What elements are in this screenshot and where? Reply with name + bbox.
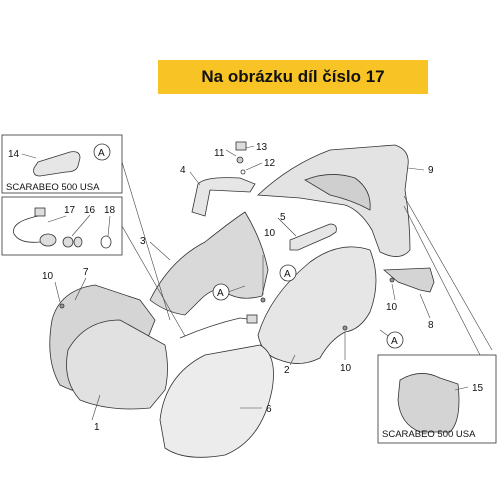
callout-circle-a2	[212, 283, 230, 301]
inset-label-bottom-right: SCARABEO 500 USA	[382, 429, 476, 440]
label-part-16: 16	[84, 205, 96, 216]
callout-circle-a3	[279, 264, 297, 282]
callout-a3-label: A	[284, 269, 291, 280]
part-16-socket-a	[62, 236, 74, 248]
callout-a2-label: A	[217, 288, 224, 299]
label-part-3: 3	[140, 236, 146, 247]
screw-11	[236, 156, 244, 164]
label-part-10d: 10	[386, 302, 398, 313]
part-17-bulb	[39, 233, 57, 247]
wire-plug	[246, 314, 258, 324]
part-8-shape	[382, 267, 435, 293]
label-part-2: 2	[284, 365, 290, 376]
part-5-shape	[289, 223, 337, 251]
label-part-18: 18	[104, 205, 116, 216]
part-2-shape	[257, 246, 377, 364]
screw-10c	[342, 325, 348, 331]
label-part-8: 8	[428, 320, 434, 331]
banner-text: Na obrázku díl číslo 17	[201, 67, 385, 86]
label-part-10c: 10	[340, 363, 352, 374]
label-part-12: 12	[264, 158, 276, 169]
callout-circle-a1	[93, 143, 111, 161]
inset-label-top-left: SCARABEO 500 USA	[6, 182, 100, 193]
label-part-17: 17	[64, 205, 76, 216]
screw-10d	[389, 277, 395, 283]
label-part-14: 14	[8, 149, 20, 160]
label-part-4: 4	[180, 165, 186, 176]
part-16-socket-b	[73, 236, 83, 248]
label-part-5: 5	[280, 212, 286, 223]
callout-circle-a4	[386, 331, 404, 349]
highlight-banner: Na obrázku díl číslo 17	[158, 60, 428, 94]
screw-10b	[260, 297, 266, 303]
part-17-connector	[34, 207, 46, 217]
part-18-ring	[100, 235, 112, 249]
part-9-inner	[304, 174, 371, 211]
screw-10a	[59, 303, 65, 309]
callout-a4-label: A	[391, 336, 398, 347]
part-1-shape	[66, 319, 168, 410]
connector-wire	[179, 317, 256, 339]
leader-lines	[21, 145, 493, 421]
label-part-9: 9	[428, 165, 434, 176]
screw-13	[235, 141, 247, 151]
callout-a1-label: A	[98, 148, 105, 159]
label-part-11: 11	[214, 148, 225, 159]
label-part-13: 13	[256, 142, 268, 153]
label-part-1: 1	[94, 422, 100, 433]
screw-12	[240, 169, 246, 175]
label-part-7: 7	[83, 267, 89, 278]
part-6-shape	[159, 344, 274, 458]
label-part-15: 15	[472, 383, 484, 394]
label-part-6: 6	[266, 404, 272, 415]
part-9-shape	[257, 144, 411, 257]
label-part-10b: 10	[264, 228, 276, 239]
part-4-shape	[191, 177, 256, 217]
part-14-shape	[33, 151, 81, 177]
part-15-shape	[397, 373, 460, 433]
part-17-wire	[13, 215, 41, 243]
label-part-10a: 10	[42, 271, 54, 282]
part-3-shape	[149, 211, 269, 316]
